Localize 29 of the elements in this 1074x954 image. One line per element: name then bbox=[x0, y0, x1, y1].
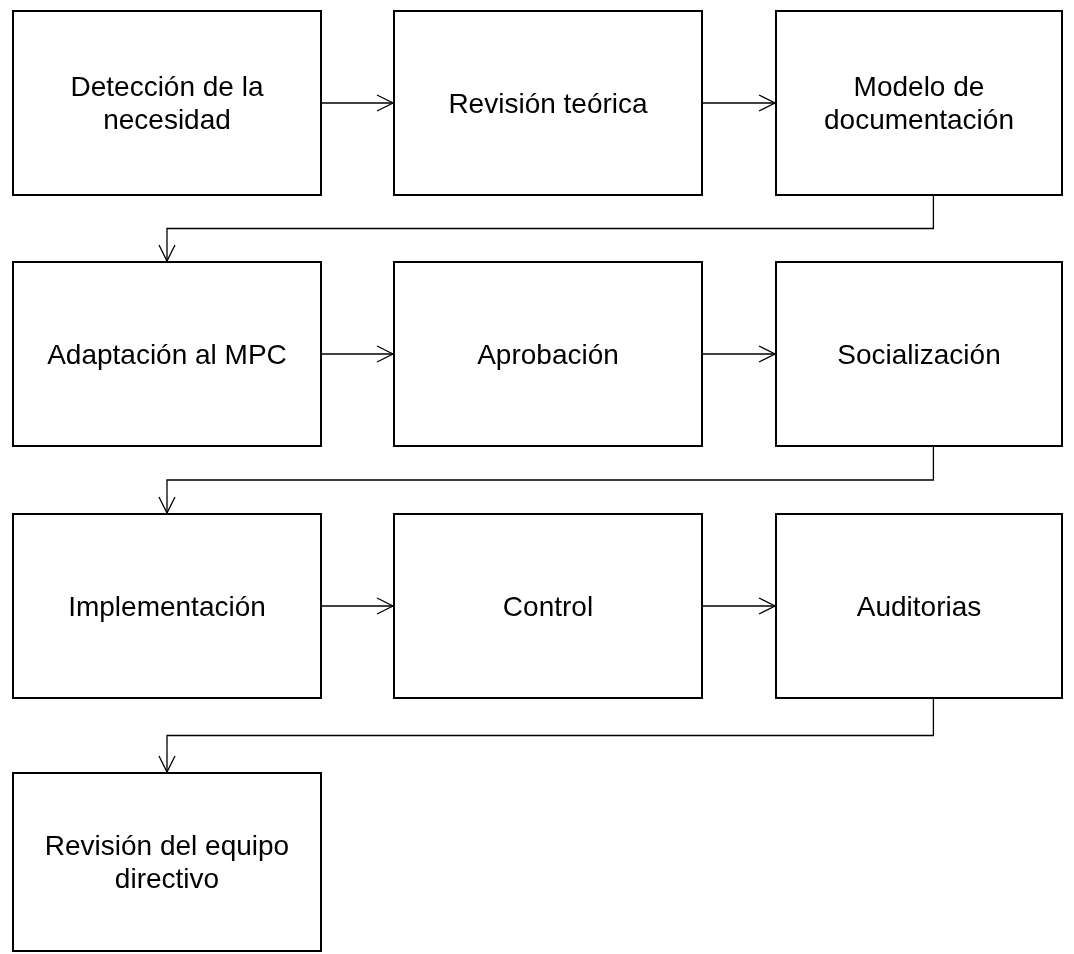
process-box bbox=[12, 10, 322, 196]
arrow bbox=[158, 195, 935, 262]
arrow bbox=[321, 94, 394, 112]
arrow bbox=[321, 345, 394, 363]
arrow bbox=[702, 597, 776, 615]
step-label: Implementación bbox=[67, 589, 267, 623]
step-label: Detección de la necesidad bbox=[69, 70, 265, 136]
process-box bbox=[393, 513, 703, 699]
step-label: Revisión teórica bbox=[447, 86, 649, 120]
process-box bbox=[12, 261, 322, 447]
arrow bbox=[321, 597, 394, 615]
step-label: Control bbox=[501, 589, 595, 623]
process-box bbox=[12, 513, 322, 699]
process-box bbox=[775, 10, 1063, 196]
step-label: Aprobación bbox=[476, 337, 620, 371]
step-label: Auditorias bbox=[855, 589, 983, 623]
arrow bbox=[702, 94, 776, 112]
process-box bbox=[775, 513, 1063, 699]
arrow bbox=[158, 698, 935, 773]
process-box bbox=[12, 772, 322, 952]
step-label: Socialización bbox=[836, 337, 1002, 371]
process-box bbox=[393, 10, 703, 196]
step-label: Adaptación al MPC bbox=[46, 337, 288, 371]
arrow bbox=[158, 446, 935, 514]
process-box bbox=[393, 261, 703, 447]
process-box bbox=[775, 261, 1063, 447]
arrow bbox=[702, 345, 776, 363]
step-label: Revisión del equipo directivo bbox=[43, 829, 291, 895]
step-label: Modelo de documentación bbox=[823, 70, 1015, 136]
